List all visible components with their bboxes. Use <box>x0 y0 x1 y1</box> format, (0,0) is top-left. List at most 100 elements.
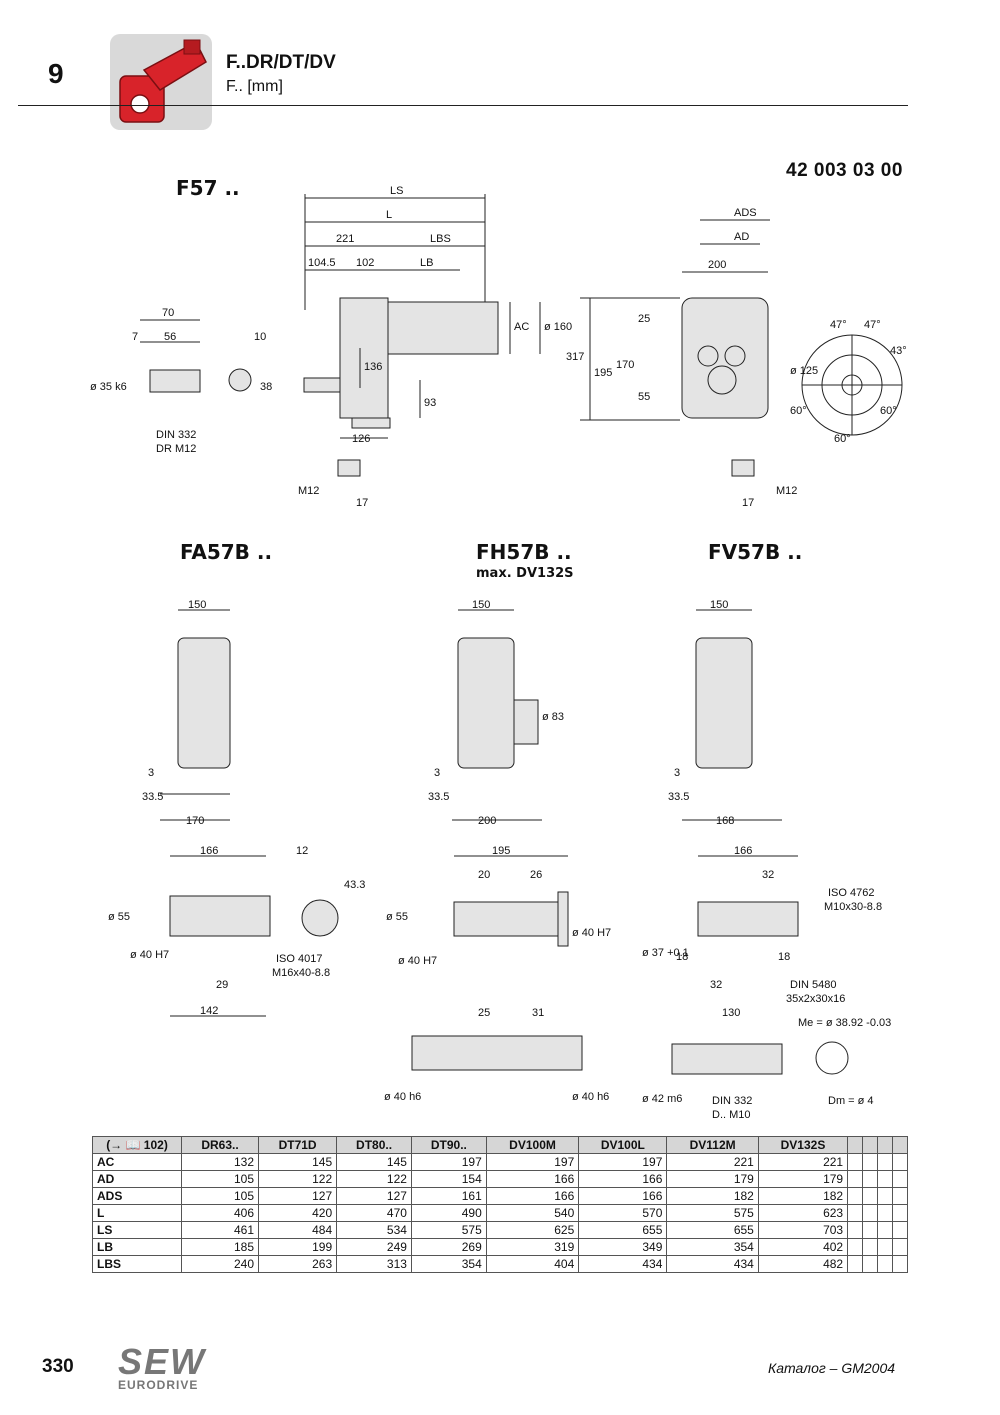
table-cell: 166 <box>578 1187 668 1205</box>
table-cell: 655 <box>666 1221 759 1239</box>
row-label: LS <box>92 1221 182 1239</box>
model-f57-label: F57 .. <box>176 176 240 200</box>
page-subtitle: F.. [mm] <box>226 78 283 95</box>
table-cell: 166 <box>485 1187 580 1205</box>
table-cell-empty <box>862 1255 878 1273</box>
fv-note-spline: 35x2x30x16 <box>786 993 845 1005</box>
col-dt90: DT90.. <box>410 1136 487 1154</box>
table-cell: 221 <box>666 1153 759 1171</box>
table-cell: 402 <box>757 1238 849 1256</box>
table-cell: 182 <box>666 1187 759 1205</box>
dim-221: 221 <box>336 233 354 245</box>
fh-dim-3: 3 <box>434 767 440 779</box>
fh-dim-195: 195 <box>492 845 510 857</box>
table-cell: 240 <box>180 1255 260 1273</box>
table-cell-empty <box>891 1153 909 1171</box>
table-cell: 197 <box>485 1153 580 1171</box>
col-dv112m: DV112M <box>666 1136 759 1154</box>
table-cell: 534 <box>336 1221 412 1239</box>
dim-lbs: LBS <box>430 233 451 245</box>
dim-l: L <box>386 209 392 221</box>
fh-dim-200: 200 <box>478 815 496 827</box>
fh-dim-d55: ø 55 <box>386 911 408 923</box>
table-cell: 575 <box>410 1221 487 1239</box>
fv-dim-150: 150 <box>710 599 728 611</box>
table-cell-empty <box>847 1238 864 1256</box>
col-dt80: DT80.. <box>336 1136 412 1154</box>
table-cell: 185 <box>180 1238 260 1256</box>
table-cell: 132 <box>180 1153 260 1171</box>
table-cell: 625 <box>485 1221 580 1239</box>
dim-104-5: 104.5 <box>308 257 336 269</box>
table-cell: 420 <box>258 1204 338 1222</box>
dim-m12-front: M12 <box>776 485 797 497</box>
table-cell: 406 <box>180 1204 260 1222</box>
angle-60-a: 60° <box>790 405 807 417</box>
table-cell: 354 <box>666 1238 759 1256</box>
table-cell: 122 <box>258 1170 338 1188</box>
table-cell: 166 <box>578 1170 668 1188</box>
dim-10: 10 <box>254 331 266 343</box>
dim-200: 200 <box>708 259 726 271</box>
table-cell: 197 <box>410 1153 487 1171</box>
dim-93: 93 <box>424 397 436 409</box>
fv-dim-d37: ø 37 +0.1 <box>642 947 689 959</box>
fh-dim-d40-a: ø 40 H7 <box>398 955 437 967</box>
table-cell-empty <box>877 1221 893 1239</box>
fa-dim-166: 166 <box>200 845 218 857</box>
table-cell: 575 <box>666 1204 759 1222</box>
fh-dim-20: 20 <box>478 869 490 881</box>
table-cell: 179 <box>757 1170 849 1188</box>
model-fa57b-label: FA57B .. <box>180 540 273 564</box>
table-cell: 154 <box>410 1170 487 1188</box>
f57-drawing: LS L 221 LBS 104.5 102 LB AC ø 160 136 9… <box>90 185 907 509</box>
chapter-number: 9 <box>48 58 64 89</box>
dim-ls: LS <box>390 185 403 197</box>
table-cell: 349 <box>578 1238 668 1256</box>
table-cell-empty <box>862 1153 878 1171</box>
table-cell-empty <box>847 1187 864 1205</box>
fv-dim-dm: Dm = ø 4 <box>828 1095 874 1107</box>
table-cell-empty <box>891 1187 909 1205</box>
fa-dim-12: 12 <box>296 845 308 857</box>
angle-60-b: 60° <box>880 405 897 417</box>
fh57b-drawing: 150 ø 83 3 33.5 200 195 20 26 ø 55 ø 40 … <box>384 599 611 1103</box>
sew-eurodrive-logo: SEW EURODRIVE <box>118 1344 214 1393</box>
row-label: L <box>92 1204 182 1222</box>
col-empty <box>847 1136 864 1154</box>
table-cell-empty <box>877 1187 893 1205</box>
fh-dim-33-5: 33.5 <box>428 791 449 803</box>
table-cell-empty <box>877 1238 893 1256</box>
red-gearbox-icon <box>119 39 207 123</box>
fa-dim-150: 150 <box>188 599 206 611</box>
table-cell: 540 <box>485 1204 580 1222</box>
table-ref-header: (→ 📖 102) <box>92 1136 182 1154</box>
col-empty <box>877 1136 893 1154</box>
table-cell: 570 <box>578 1204 668 1222</box>
dim-d35: ø 35 k6 <box>90 381 127 393</box>
table-cell-empty <box>847 1170 864 1188</box>
fv-dim-32-b: 32 <box>710 979 722 991</box>
model-fv57b-label: FV57B .. <box>708 540 803 564</box>
fv-note-din332: DIN 332 <box>712 1095 752 1107</box>
fh-dim-d40h6-a: ø 40 h6 <box>384 1091 421 1103</box>
table-cell: 221 <box>757 1153 849 1171</box>
col-dv132s: DV132S <box>757 1136 849 1154</box>
logo-sub-text: EURODRIVE <box>118 1378 199 1392</box>
row-label: AC <box>92 1153 182 1171</box>
fa-dim-170: 170 <box>186 815 204 827</box>
table-cell-empty <box>891 1238 909 1256</box>
dim-25: 25 <box>638 313 650 325</box>
angle-60-c: 60° <box>834 433 851 445</box>
table-cell: 197 <box>578 1153 668 1171</box>
dim-56: 56 <box>164 331 176 343</box>
row-label: LB <box>92 1238 182 1256</box>
col-empty <box>891 1136 909 1154</box>
table-cell: 482 <box>757 1255 849 1273</box>
fa-dim-43-3: 43.3 <box>344 879 365 891</box>
fh-dim-31: 31 <box>532 1007 544 1019</box>
table-cell-empty <box>862 1187 878 1205</box>
